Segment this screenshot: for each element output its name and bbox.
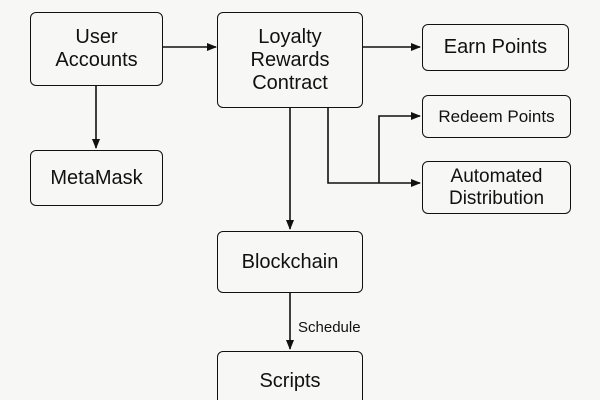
node-earn-points: Earn Points [422, 24, 569, 71]
node-automated-distribution-label: Automated Distribution [448, 165, 545, 209]
node-user-accounts-label: User Accounts [55, 26, 138, 71]
node-automated-distribution: Automated Distribution [422, 161, 571, 214]
node-blockchain-label: Blockchain [241, 250, 339, 273]
node-metamask-label: MetaMask [50, 166, 143, 189]
node-user-accounts: User Accounts [30, 12, 163, 86]
node-scripts: Scripts [217, 351, 363, 400]
edge-branch-to-redeem-points [378, 112, 421, 183]
node-redeem-points-label: Redeem Points [438, 106, 555, 126]
node-redeem-points: Redeem Points [422, 95, 571, 138]
edge-contract-to-automated-distribution [327, 108, 421, 187]
node-metamask: MetaMask [30, 150, 163, 206]
edge-label-schedule: Schedule [298, 319, 361, 336]
node-earn-points-label: Earn Points [443, 36, 548, 58]
node-blockchain: Blockchain [217, 231, 363, 293]
node-loyalty-contract-label: Loyalty Rewards Contract [250, 25, 330, 94]
node-loyalty-rewards-contract: Loyalty Rewards Contract [217, 12, 363, 108]
node-scripts-label: Scripts [259, 369, 321, 392]
